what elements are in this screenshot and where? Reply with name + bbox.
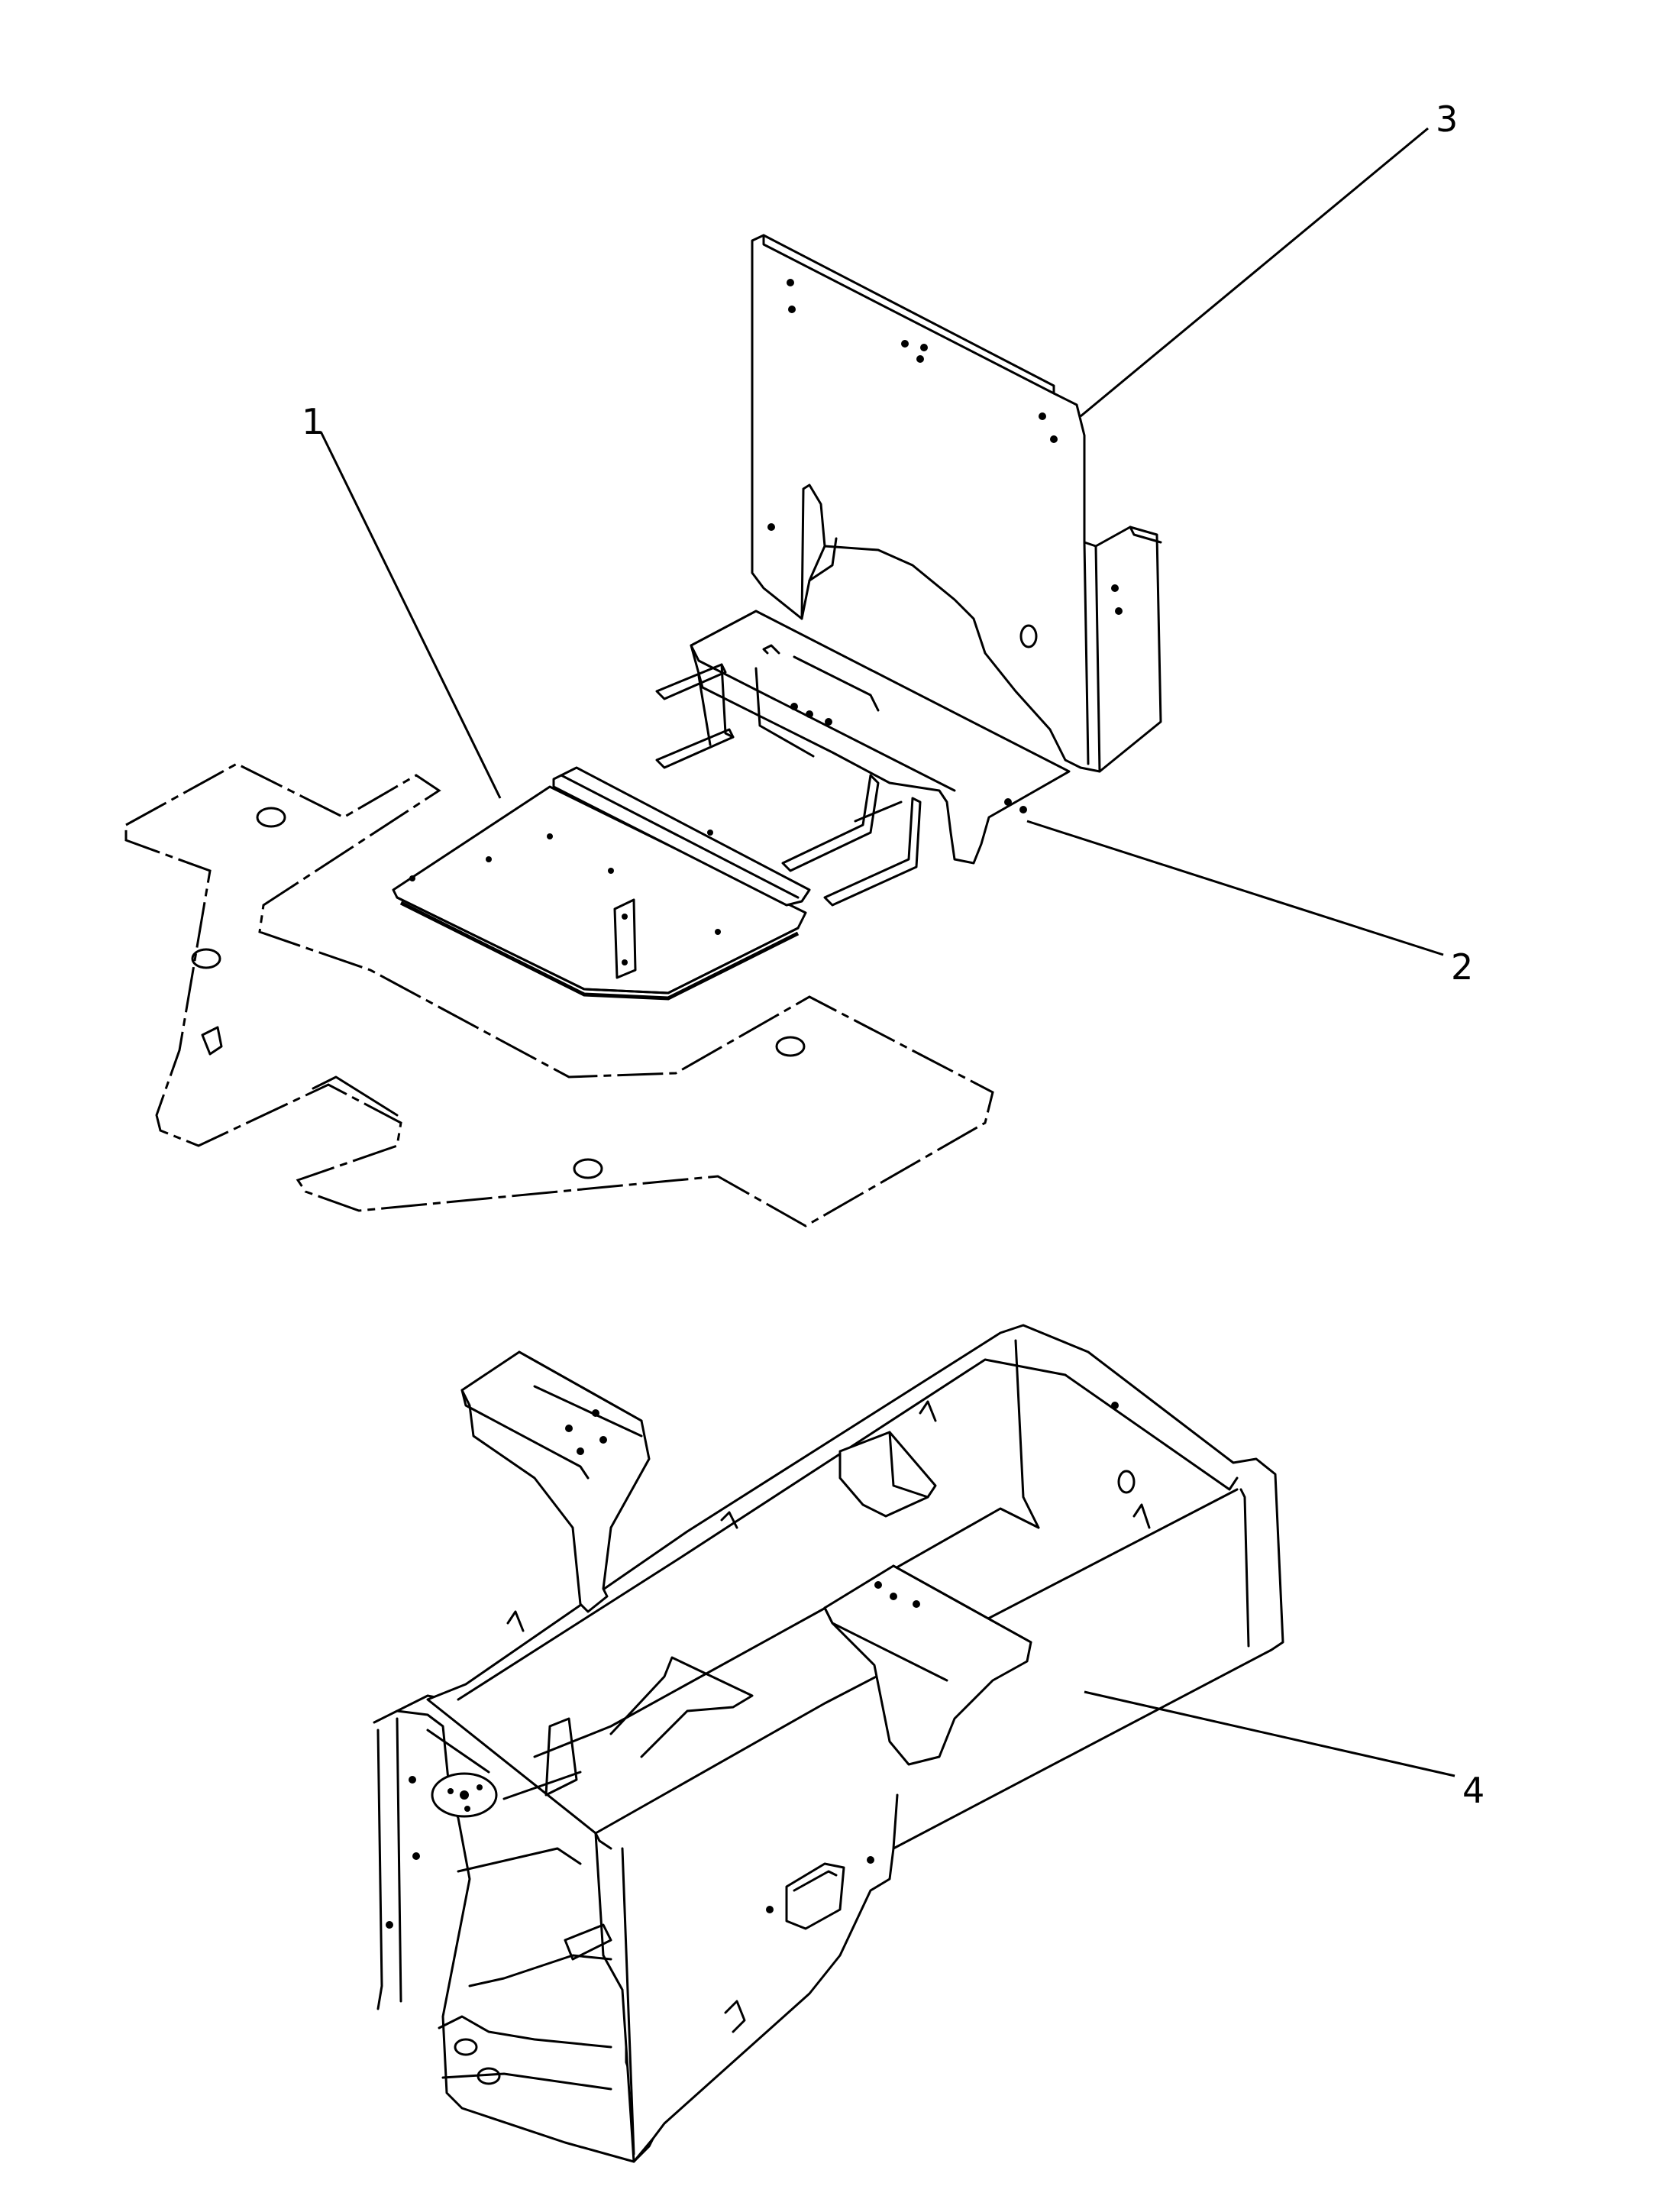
callout-3: 3	[1080, 99, 1458, 418]
callout-label-3: 3	[1436, 99, 1458, 140]
part-4-main-frame	[373, 1324, 1284, 2163]
callout-label-1: 1	[302, 401, 324, 442]
part-2-floor-frame	[655, 610, 1071, 907]
part-1-floor-plate	[124, 762, 994, 1227]
callout-label-4: 4	[1462, 1770, 1485, 1811]
callout-2: 2	[1026, 820, 1473, 988]
part-3-rear-panel	[751, 234, 1162, 773]
callout-4: 4	[1084, 1690, 1485, 1811]
callout-label-2: 2	[1451, 946, 1473, 988]
callout-1: 1	[302, 401, 502, 799]
